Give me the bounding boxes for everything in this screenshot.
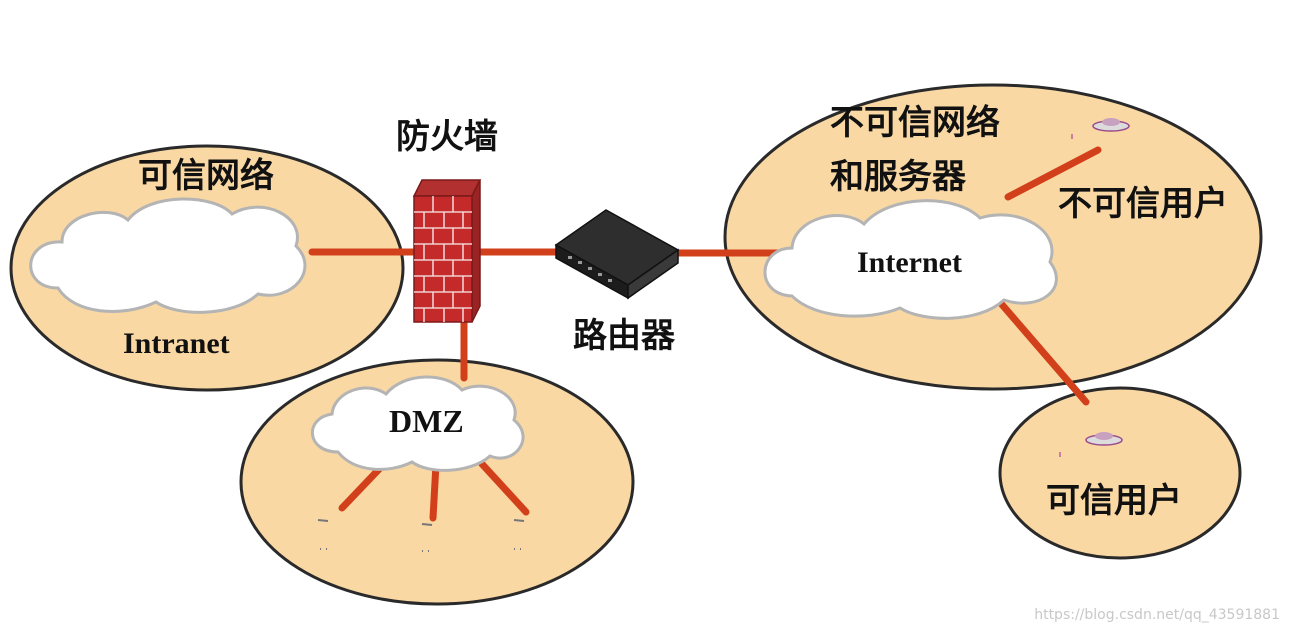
links <box>308 146 1102 522</box>
dmz-host-icons <box>317 519 525 552</box>
dmz-host-1-icon <box>317 519 329 522</box>
router-icon <box>554 209 680 300</box>
link-dmz-host-1 <box>338 462 386 512</box>
link-internet-trusted-user <box>994 296 1090 406</box>
intranet-cloud <box>29 197 307 314</box>
dmz-cloud <box>311 375 525 472</box>
dmz-label: DMZ <box>389 403 464 439</box>
dmz-host-3-icon <box>513 519 525 522</box>
firewall-icon <box>412 179 482 323</box>
untrusted-user-label: 不可信用户 <box>1058 184 1228 224</box>
untrusted-network-label-line1: 不可信网络 <box>830 103 1000 143</box>
trusted-network-label: 可信网络 <box>138 156 274 196</box>
link-dmz-host-2 <box>429 460 440 522</box>
router-label: 路由器 <box>573 316 676 356</box>
firewall-label: 防火墙 <box>396 117 498 157</box>
untrusted-network-label-line2: 和服务器 <box>830 157 967 197</box>
watermark: https://blog.csdn.net/qq_43591881 <box>1034 607 1280 623</box>
untrusted-user-icon <box>1071 118 1130 139</box>
link-dmz-host-3 <box>478 460 530 516</box>
intranet-label: Intranet <box>123 327 230 360</box>
internet-label: Internet <box>857 246 962 279</box>
link-internet-untrusted-user <box>1004 146 1102 201</box>
trusted-user-zone <box>998 386 1242 560</box>
trusted-user-label: 可信用户 <box>1046 481 1182 521</box>
trusted-user-icon <box>1059 432 1123 457</box>
internet-cloud <box>763 199 1058 320</box>
dmz-host-2-icon <box>421 523 433 526</box>
